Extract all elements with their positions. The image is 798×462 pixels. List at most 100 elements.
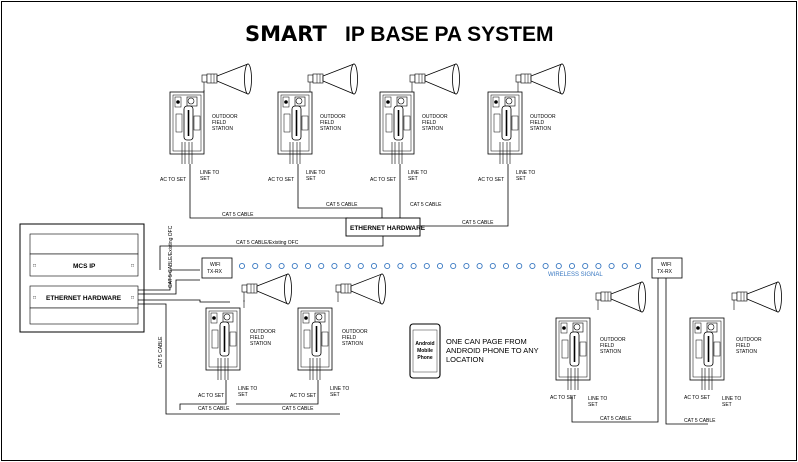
wireless-dot [502,262,510,270]
svg-text:OUTDOOR: OUTDOOR [422,114,448,120]
svg-text:□: □ [33,263,36,269]
svg-text:OUTDOOR: OUTDOOR [250,329,276,335]
svg-text:FIELD: FIELD [600,343,615,349]
wireless-dot [304,262,312,270]
svg-text:LINE TO: LINE TO [306,170,325,176]
svg-text:SET: SET [588,402,598,408]
outdoor-station-7: OUTDOOR FIELD STATION AC TO SET LINE TO … [550,281,646,408]
title-smart: SMART [245,22,328,46]
svg-text:OUTDOOR: OUTDOOR [320,114,346,120]
svg-text:OUTDOOR: OUTDOOR [342,329,368,335]
wireless-dot [278,262,285,270]
cat5-label-top-1: CAT 5 CABLE [222,212,254,218]
svg-text:FIELD: FIELD [422,120,437,126]
title-rest: IP BASE PA SYSTEM [345,23,554,46]
svg-text:STATION: STATION [212,126,233,132]
ethernet-hardware-upper-label: ETHERNET HARDWARE [350,225,426,232]
outdoor-station-1: OUTDOOR FIELD STATION AC TO SET LINE TO … [160,63,252,183]
cat5-label-bottom-3: CAT 5 CABLE [600,416,632,422]
svg-text:OUTDOOR: OUTDOOR [736,337,762,343]
wireless-dot [357,262,364,270]
android-note-2: ANDROID PHONE TO ANY [446,346,539,355]
svg-text:FIELD: FIELD [342,335,357,341]
svg-text:AC TO SET: AC TO SET [268,177,294,183]
wifi-txrx-left [201,257,233,279]
ac-to-set-label: AC TO SET [160,177,186,183]
wifi-left-label: WIFI [210,262,221,268]
svg-text:STATION: STATION [320,126,341,132]
svg-text:LINE TO: LINE TO [238,386,257,392]
cat5-label-bottom-2: CAT 5 CABLE [282,406,314,412]
svg-text:AC TO SET: AC TO SET [370,177,396,183]
outdoor-station-2: OUTDOOR FIELD STATION AC TO SET LINE TO … [268,63,358,183]
android-note-3: LOCATION [446,355,484,364]
svg-text:□: □ [131,295,134,301]
wireless-dot [555,262,562,270]
svg-text:AC TO SET: AC TO SET [290,393,316,399]
svg-text:SET: SET [200,176,210,182]
android-phone: Android Mobile Phone [409,323,441,379]
wireless-dot [331,262,338,270]
wireless-dot [568,262,576,270]
svg-text:SET: SET [330,392,340,398]
wireless-dot [410,262,417,270]
wireless-dot [252,262,259,270]
cat5-label-bottom-1: CAT 5 CABLE [198,406,230,412]
svg-text:STATION: STATION [736,349,757,355]
wireless-dot [450,262,457,270]
wireless-dot [621,262,628,270]
equipment-rack: □ □ □ □ MCS IP ETHERNET HARDWARE [19,223,145,333]
wireless-dot [489,262,496,270]
svg-text:OUTDOOR: OUTDOOR [600,337,626,343]
station-label-1a: OUTDOOR [212,114,238,120]
wireless-dot [265,262,272,270]
outdoor-station-3: OUTDOOR FIELD STATION AC TO SET LINE TO … [370,63,460,183]
wireless-dot [542,262,549,270]
svg-text:AC TO SET: AC TO SET [550,395,576,401]
wireless-dot [634,262,642,270]
outdoor-station-4: OUTDOOR FIELD STATION AC TO SET LINE TO … [478,63,566,183]
wireless-dot [463,262,470,270]
android-note-1: ONE CAN PAGE FROM [446,337,527,346]
wireless-dot [476,262,483,270]
cat5-vertical-label: CAT 5 CABLE [158,336,164,368]
wireless-dot [384,262,391,270]
svg-text:AC TO SET: AC TO SET [684,395,710,401]
cat5-label-top-2: CAT 5 CABLE [326,202,358,208]
wifi-right-label: WIFI [661,262,672,268]
svg-text:LINE TO: LINE TO [722,396,741,402]
wireless-dot [318,262,325,270]
wireless-dot [436,262,444,270]
svg-text:TX-RX: TX-RX [657,269,673,275]
svg-text:FIELD: FIELD [250,335,265,341]
outdoor-station-8: OUTDOOR FIELD STATION AC TO SET LINE TO … [684,281,782,408]
svg-text:□: □ [33,295,36,301]
line-to-set-label: LINE TO [200,170,219,176]
svg-text:LINE TO: LINE TO [588,396,607,402]
svg-text:AC TO SET: AC TO SET [198,393,224,399]
wireless-dot [529,262,536,270]
android-label-1: Android [415,341,434,347]
svg-text:SET: SET [408,176,418,182]
wifi-txrx-right [651,257,683,279]
wireless-signal-label: WIRELESS SIGNAL [548,272,603,278]
wireless-dot [516,262,523,270]
svg-text:AC TO SET: AC TO SET [478,177,504,183]
svg-text:SET: SET [722,402,732,408]
outdoor-station-5: OUTDOOR FIELD STATION AC TO SET LINE TO … [198,273,292,399]
svg-text:STATION: STATION [342,341,363,347]
svg-text:SET: SET [238,392,248,398]
wireless-dot [397,262,404,270]
cat5-label-bottom-4: CAT 5 CABLE [684,418,716,424]
svg-text:STATION: STATION [600,349,621,355]
svg-text:Mobile: Mobile [417,348,433,354]
wireless-dot [608,262,615,270]
mcs-ip-label: MCS IP [73,263,96,270]
svg-text:OUTDOOR: OUTDOOR [530,114,556,120]
wireless-dot [370,262,378,270]
svg-text:FIELD: FIELD [736,343,751,349]
wireless-dot [238,262,246,270]
wireless-dot [344,262,351,270]
svg-text:STATION: STATION [250,341,271,347]
